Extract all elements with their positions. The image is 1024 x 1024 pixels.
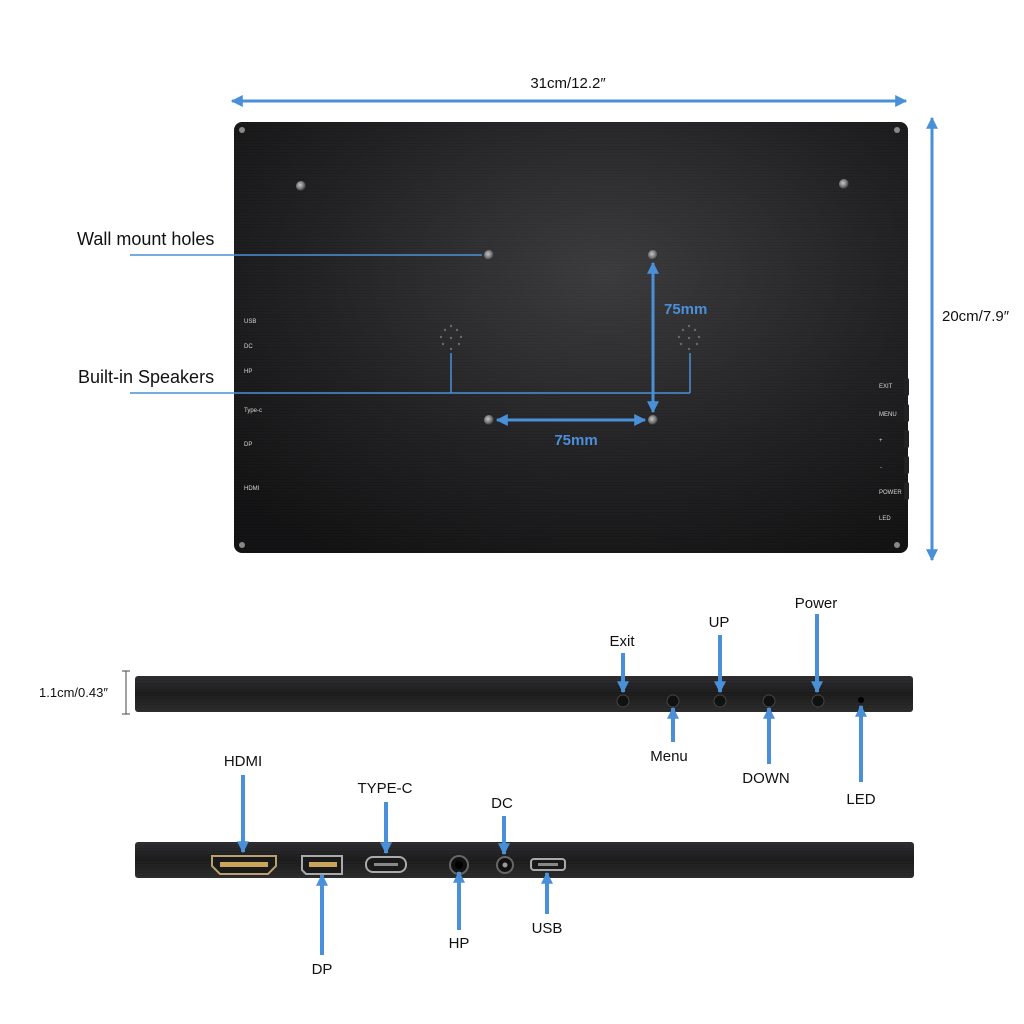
thickness-dimension: 1.1cm/0.43″ (39, 670, 130, 715)
panel-label-hp: HP (244, 369, 252, 375)
exit-label: Exit (609, 633, 635, 650)
up-button (713, 694, 727, 708)
height-label: 20cm/7.9″ (942, 308, 1010, 325)
speaker-grille-right (677, 324, 701, 351)
panel-label-hdmi: HDMI (244, 486, 260, 492)
side-view-ports (135, 842, 914, 878)
dp-label: DP (312, 961, 333, 978)
hdmi-label: HDMI (224, 753, 262, 770)
headphone-jack (449, 855, 469, 875)
up-callout: UP (709, 614, 730, 694)
screw-hole (296, 181, 306, 191)
led-indicator (858, 697, 864, 703)
panel-label-typec: Type-c (244, 408, 262, 414)
displayport-port (301, 855, 343, 875)
dc-jack (496, 856, 514, 874)
panel-label-dc: DC (244, 344, 253, 350)
exit-callout: Exit (609, 633, 635, 694)
dc-callout: DC (491, 795, 513, 856)
width-dimension: 31cm/12.2″ (230, 75, 908, 107)
vesa-h-label: 75mm (554, 432, 597, 449)
panel-label-exit: EXIT (879, 384, 893, 390)
dp-callout: DP (312, 873, 333, 978)
speaker-grille-left (439, 324, 463, 351)
menu-callout: Menu (650, 706, 688, 765)
panel-label-plus: + (879, 438, 883, 444)
width-label: 31cm/12.2″ (530, 75, 606, 92)
usb-label: USB (532, 920, 563, 937)
thickness-label: 1.1cm/0.43″ (39, 685, 108, 700)
side-button-bump (904, 430, 909, 448)
hdmi-port (211, 855, 277, 875)
panel-label-minus: - (880, 465, 882, 471)
down-callout: DOWN (742, 706, 790, 787)
hp-label: HP (449, 935, 470, 952)
side-button-bump (904, 378, 909, 396)
hp-callout: HP (449, 870, 470, 952)
typec-callout: TYPE-C (357, 780, 413, 855)
speakers-label: Built-in Speakers (78, 367, 214, 387)
usb-callout: USB (532, 871, 563, 937)
down-button (762, 694, 776, 708)
screw-hole (839, 179, 849, 189)
exit-button (616, 694, 630, 708)
vesa-horizontal-dimension: 75mm (495, 414, 647, 449)
up-label: UP (709, 614, 730, 631)
led-callout: LED (846, 704, 876, 808)
vesa-hole (648, 250, 658, 260)
power-label: Power (795, 595, 838, 612)
power-button (811, 694, 825, 708)
speakers-callout: Built-in Speakers (78, 353, 691, 394)
vesa-hole (484, 250, 494, 260)
panel-label-dp: DP (244, 442, 252, 448)
corner-screw (239, 542, 245, 548)
side-button-bump (904, 482, 909, 500)
usb-port (530, 858, 566, 871)
wall-mount-callout: Wall mount holes (77, 229, 482, 256)
power-callout: Power (795, 595, 838, 694)
led-label: LED (846, 791, 875, 808)
panel-label-menu: MENU (879, 412, 897, 418)
side-view-buttons (135, 676, 913, 712)
panel-label-power: POWER (879, 490, 902, 496)
back-panel: USB DC HP Type-c DP HDMI EXIT MENU + - P… (234, 122, 909, 553)
wall-mount-label: Wall mount holes (77, 229, 214, 249)
dc-label: DC (491, 795, 513, 812)
side-button-bump (904, 456, 909, 474)
vesa-v-label: 75mm (664, 301, 707, 318)
typec-port (365, 856, 407, 873)
panel-label-usb: USB (244, 319, 256, 325)
vesa-hole (484, 415, 494, 425)
hdmi-callout: HDMI (224, 753, 262, 854)
vesa-hole (648, 415, 658, 425)
typec-label: TYPE-C (357, 780, 412, 797)
vesa-vertical-dimension: 75mm (647, 261, 707, 414)
side-button-bump (904, 404, 909, 422)
corner-screw (239, 127, 245, 133)
corner-screw (894, 127, 900, 133)
panel-label-led: LED (879, 516, 891, 522)
corner-screw (894, 542, 900, 548)
height-dimension: 20cm/7.9″ (926, 116, 1010, 562)
menu-button (666, 694, 680, 708)
down-label: DOWN (742, 770, 790, 787)
menu-label: Menu (650, 748, 688, 765)
